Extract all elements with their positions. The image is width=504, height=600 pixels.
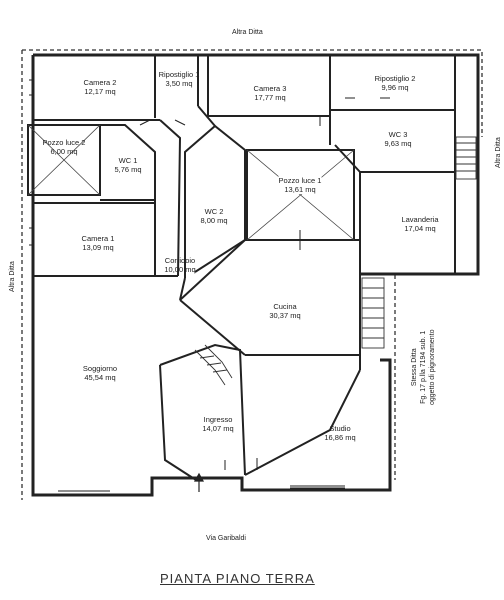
- room-name: Lavanderia: [401, 215, 439, 224]
- room-name: Pozzo luce 1: [278, 176, 322, 185]
- room-name: Ripostiglio 1: [158, 70, 200, 79]
- room-name: WC 2: [204, 207, 224, 216]
- room-name: Soggiorno: [82, 364, 118, 373]
- light-well-crosses: [27, 124, 355, 241]
- exterior-walls: [31, 53, 480, 497]
- room-area: 30,37 mq: [269, 311, 301, 320]
- room-area: 10,00 mq: [164, 265, 196, 274]
- room-area: 6,00 mq: [50, 147, 78, 156]
- room-name: Camera 1: [81, 234, 115, 243]
- room-area: 17,04 mq: [404, 224, 436, 233]
- room-area: 9,63 mq: [384, 139, 412, 148]
- stairs: [194, 136, 477, 386]
- room-area: 3,50 mq: [165, 79, 193, 88]
- room-area: 12,17 mq: [84, 87, 116, 96]
- room-area: 8,00 mq: [200, 216, 228, 225]
- street-label: Via Garibaldi: [206, 535, 246, 542]
- neighbor-top-label: Altra Ditta: [232, 29, 263, 36]
- room-area: 13,09 mq: [82, 243, 114, 252]
- plan-title: PIANTA PIANO TERRA: [160, 571, 315, 586]
- room-area: 45,54 mq: [84, 373, 116, 382]
- entrance-arrow-icon: [193, 472, 205, 492]
- room-area: 9,96 mq: [381, 83, 409, 92]
- room-area: 5,76 mq: [114, 165, 142, 174]
- property-boundary: [21, 49, 483, 500]
- neighbor-right-label: Altra Ditta: [495, 137, 502, 168]
- room-name: Pozzo luce 2: [42, 138, 86, 147]
- side-note-line: Fg. 17 p.lla 7194 sub. 1: [420, 330, 427, 404]
- room-name: Corridoio: [164, 256, 196, 265]
- neighbor-left-label: Altra Ditta: [9, 261, 16, 292]
- room-name: Camera 2: [83, 78, 117, 87]
- room-name: Ingresso: [203, 415, 233, 424]
- opening-ticks: [29, 79, 390, 495]
- room-name: WC 3: [388, 130, 408, 139]
- room-name: Camera 3: [253, 84, 287, 93]
- side-note: Stessa Ditta Fg. 17 p.lla 7194 sub. 1 og…: [410, 330, 437, 406]
- room-name: Ripostiglio 2: [374, 74, 416, 83]
- room-area: 16,86 mq: [324, 433, 356, 442]
- side-note-line: Stessa Ditta: [411, 348, 418, 387]
- room-name: Studio: [329, 424, 351, 433]
- interior-walls: [27, 55, 456, 481]
- room-area: 13,61 mq: [284, 185, 316, 194]
- room-name: WC 1: [118, 156, 138, 165]
- room-area: 17,77 mq: [254, 93, 286, 102]
- room-area: 14,07 mq: [202, 424, 234, 433]
- room-name: Cucina: [273, 302, 297, 311]
- side-note-line: oggetto di pignoramento: [429, 329, 436, 406]
